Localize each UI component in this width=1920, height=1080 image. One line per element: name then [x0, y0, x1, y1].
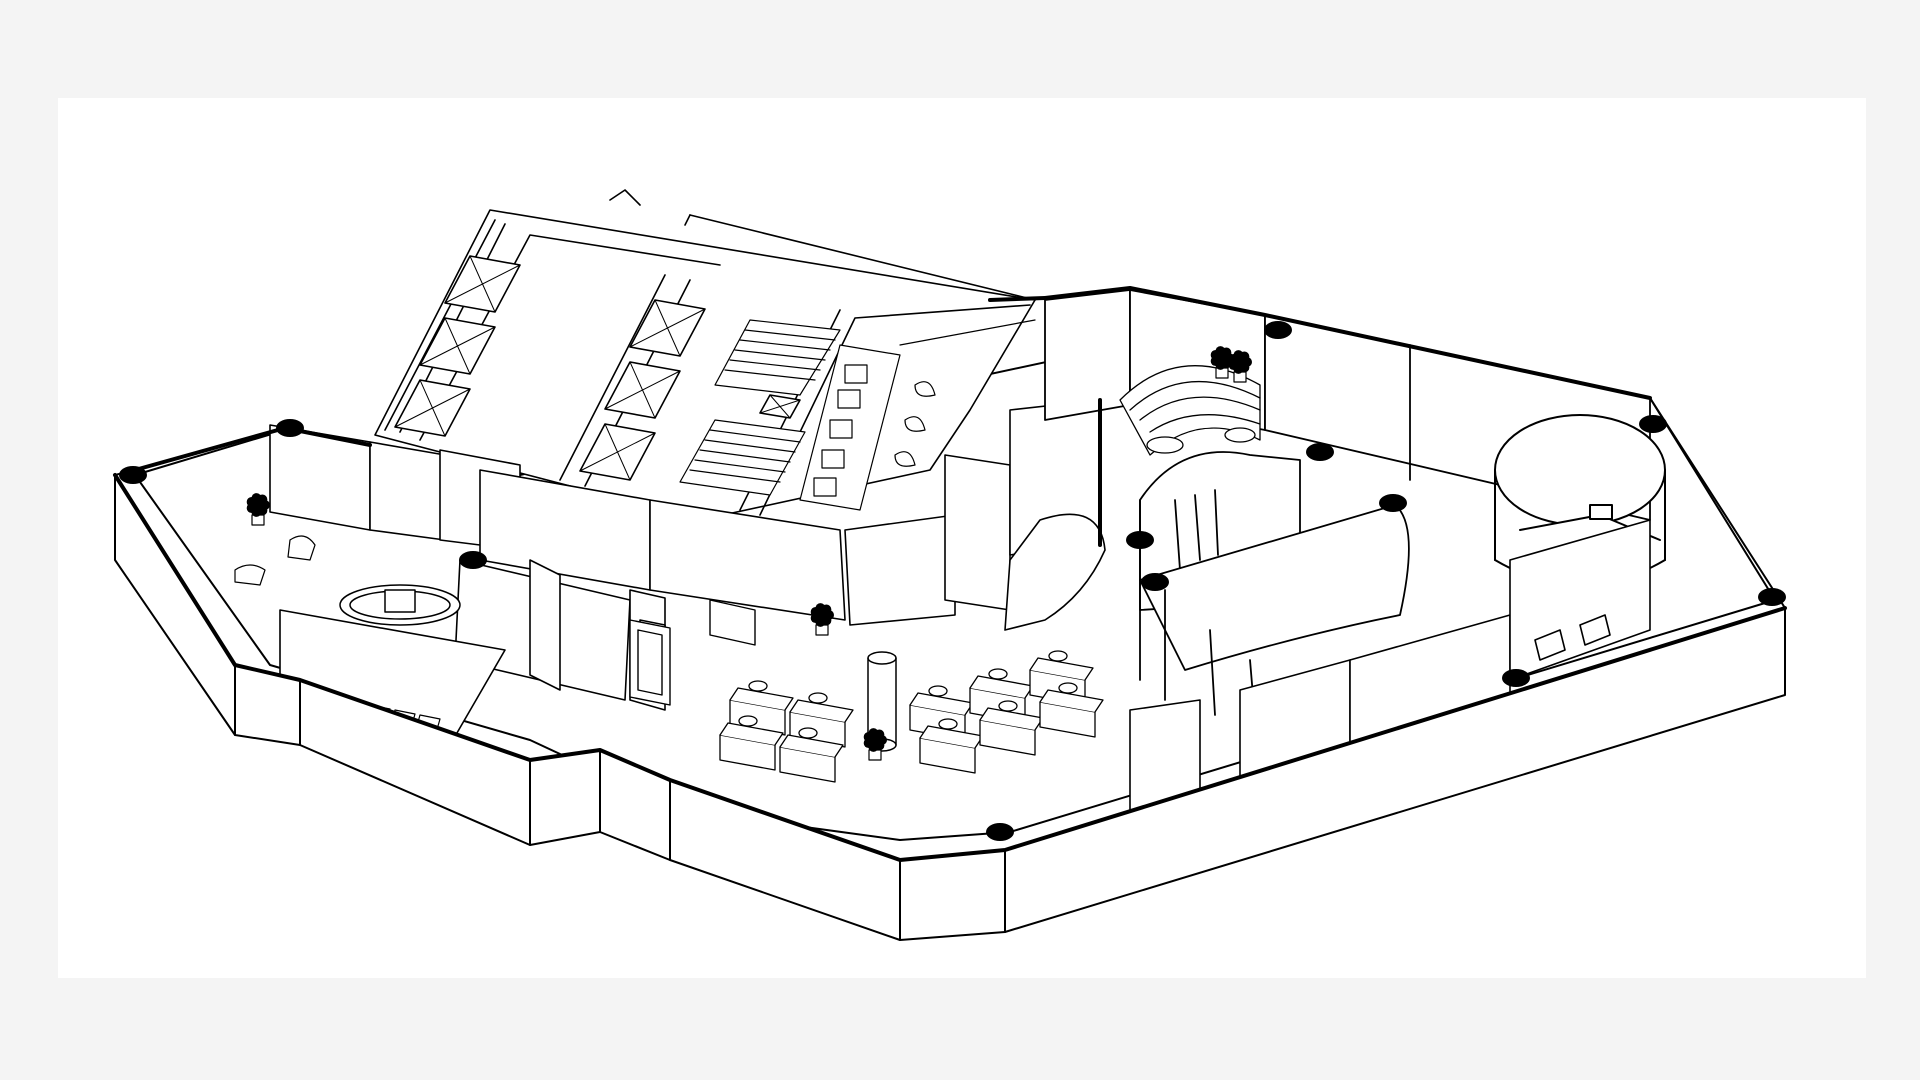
stair	[679, 419, 806, 496]
workstation-clusters	[719, 650, 1104, 783]
structural-column	[1758, 588, 1786, 606]
workstation-cluster	[719, 680, 854, 783]
structural-column	[459, 551, 487, 569]
interior-thick-walls	[133, 286, 1652, 547]
potted-plants	[246, 346, 1252, 761]
elevator-shaft	[419, 317, 496, 375]
structural-column	[1264, 321, 1292, 339]
stair	[714, 319, 841, 396]
elevator-shaft	[604, 361, 681, 419]
potted-plant	[863, 728, 887, 761]
potted-plant	[246, 493, 270, 526]
elevator-shaft	[579, 423, 656, 481]
lounge-curve	[1004, 513, 1106, 631]
structural-column	[1141, 573, 1169, 591]
potted-plant	[810, 603, 834, 636]
structural-column	[119, 466, 147, 484]
elevator-shaft	[759, 394, 801, 419]
potted-plant	[1210, 346, 1234, 379]
structural-column	[1639, 415, 1667, 433]
exterior-wall	[113, 397, 1787, 941]
structural-column	[1379, 494, 1407, 512]
structural-column	[1502, 669, 1530, 687]
reception-desk	[339, 584, 461, 626]
elevator-shaft	[394, 379, 471, 437]
structural-column	[986, 823, 1014, 841]
structural-column	[1126, 531, 1154, 549]
structural-column	[276, 419, 304, 437]
storage-cabinets	[629, 599, 756, 706]
workstation-cluster	[909, 650, 1104, 774]
structural-column	[1306, 443, 1334, 461]
elevator-shaft	[629, 299, 706, 357]
elevator-shaft	[444, 255, 521, 313]
elevator-shafts	[394, 255, 801, 481]
curved-meeting-room	[1139, 504, 1410, 721]
tiered-seating	[1119, 365, 1261, 456]
potted-plant	[1228, 350, 1252, 383]
restroom	[799, 319, 1036, 511]
structural-columns	[119, 321, 1786, 841]
